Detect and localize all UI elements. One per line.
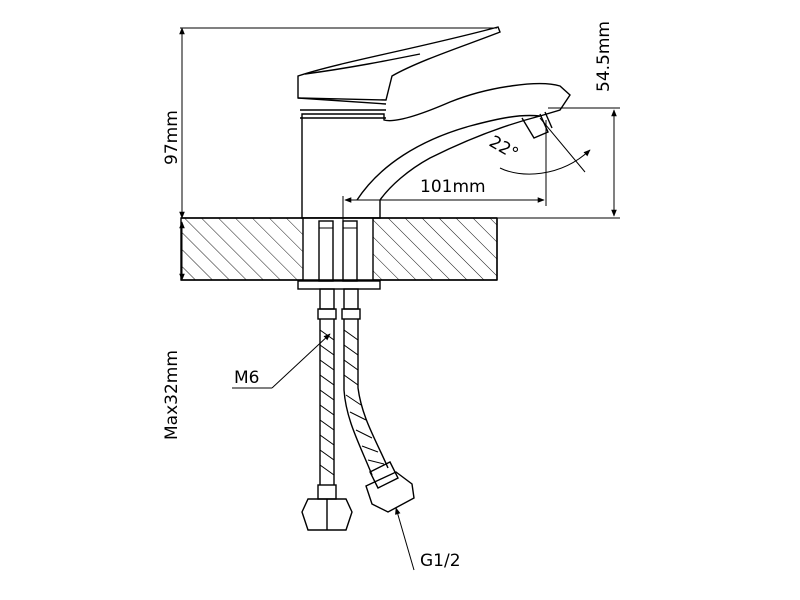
callout-hose-thread: G1/2 (395, 507, 461, 571)
callout-stud-thread: M6 (232, 333, 331, 389)
label-spout-reach: 101mm (420, 177, 486, 197)
dimension-spout-angle: 22° (486, 117, 591, 175)
label-height-total: 97mm (162, 110, 182, 165)
mounting-shank (318, 220, 358, 282)
dimension-height-total: 97mm (162, 27, 497, 219)
lever-handle (297, 26, 501, 105)
label-height-spout: 54.5mm (594, 21, 614, 92)
label-thickness-max: Max32mm (162, 350, 182, 440)
hose-left (301, 288, 353, 531)
countertop (180, 217, 498, 281)
faucet-body (300, 83, 571, 219)
label-spout-angle: 22° (486, 132, 522, 164)
label-hose-thread: G1/2 (420, 551, 461, 571)
dimension-height-spout: 54.5mm (497, 21, 620, 219)
dimension-thickness: Max32mm (162, 221, 185, 440)
dimension-spout-reach: 101mm (342, 120, 547, 222)
hose-right (341, 288, 415, 513)
mounting-plate (297, 280, 381, 290)
label-stud-thread: M6 (234, 368, 259, 388)
